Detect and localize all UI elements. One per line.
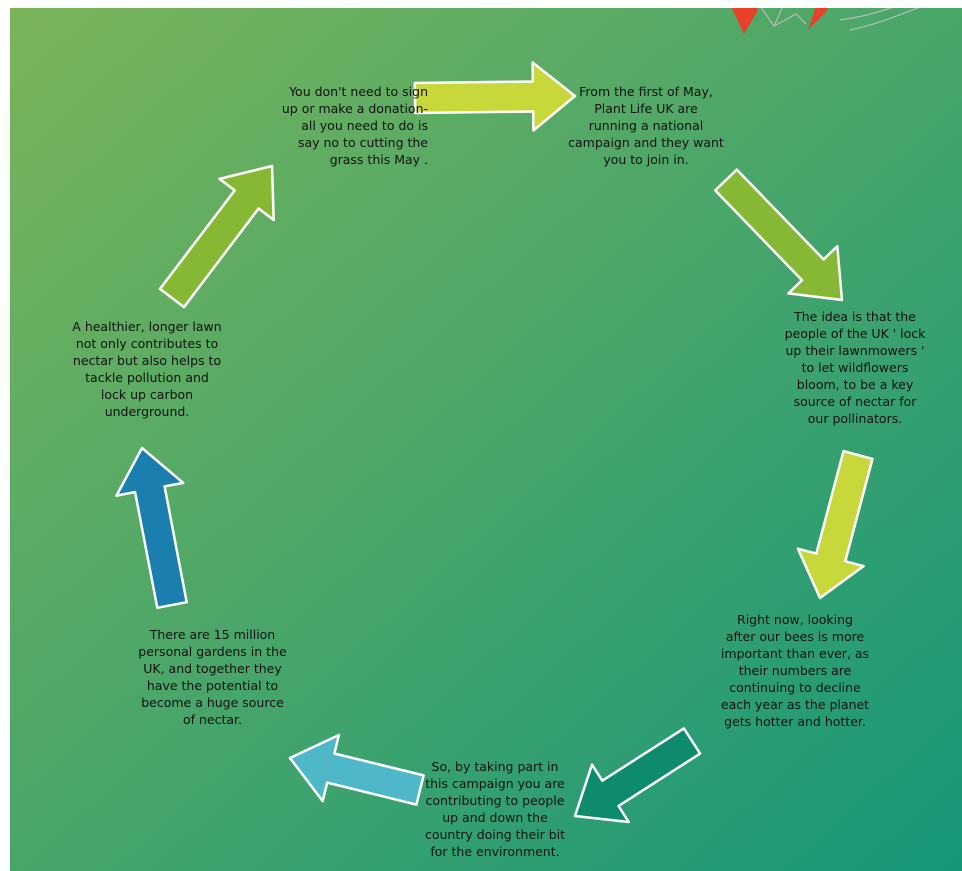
cycle-arrow-3 [796, 449, 874, 600]
step-2-text: The idea is that the people of the UK ' … [784, 309, 926, 426]
gradient-background [10, 8, 962, 871]
cycle-arrow-4 [573, 727, 702, 824]
cycle-arrow-6 [115, 446, 188, 610]
step-3-text: Right now, looking after our bees is mor… [720, 612, 870, 729]
cycle-arrows [115, 61, 874, 824]
cycle-diagram: From the first of May, Plant Life UK are… [10, 8, 962, 871]
cycle-arrow-1 [413, 61, 577, 132]
step-7-text: You don't need to sign up or make a dona… [281, 84, 428, 167]
step-6-text: A healthier, longer lawn not only contri… [72, 319, 222, 419]
cycle-arrow-7 [158, 164, 275, 309]
step-5-text: There are 15 million personal gardens in… [138, 627, 287, 727]
step-4-text: So, by taking part in this campaign you … [424, 759, 566, 859]
cycle-arrow-2 [713, 168, 844, 302]
step-1-text: From the first of May, Plant Life UK are… [568, 84, 724, 167]
corner-decoration-icon [731, 8, 920, 34]
cycle-arrow-5 [288, 733, 425, 806]
